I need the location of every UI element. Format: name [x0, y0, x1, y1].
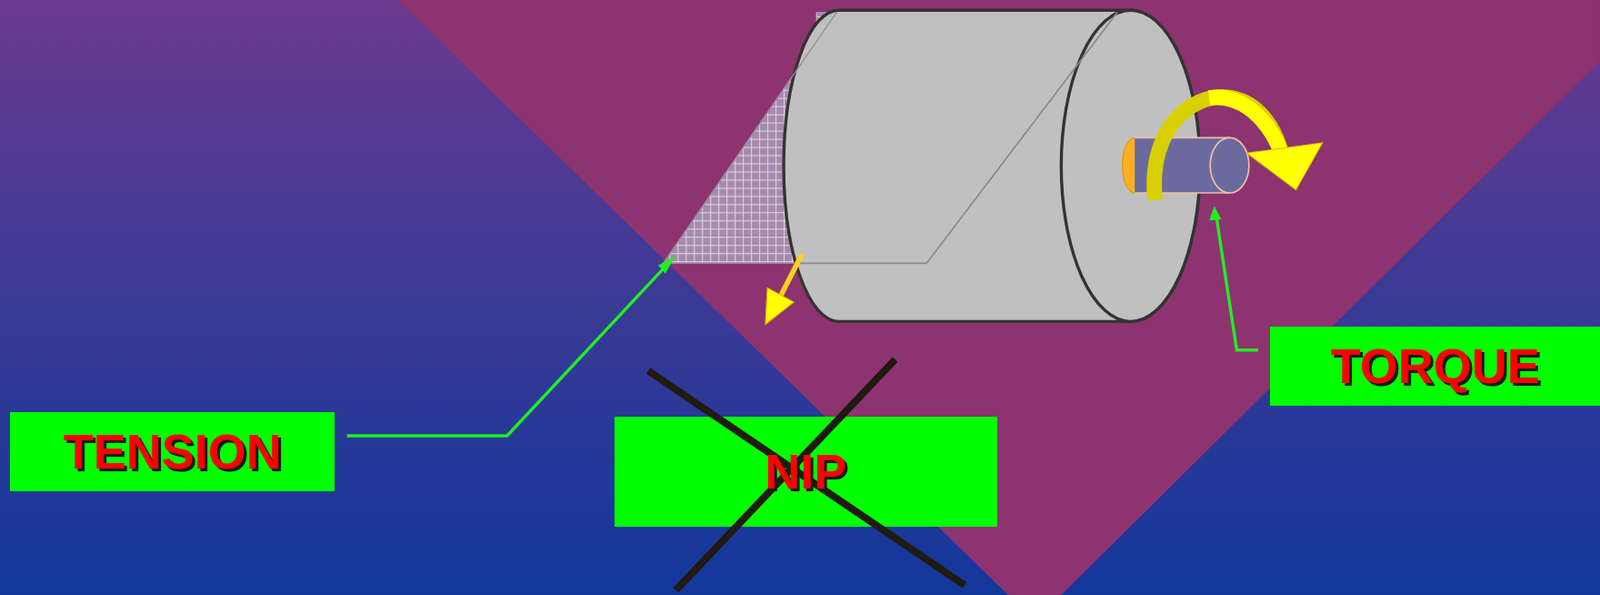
cross-stroke	[648, 370, 965, 585]
leader-line	[1216, 216, 1259, 350]
label-text: TORQUE	[1330, 339, 1540, 393]
web-wrap-line	[796, 11, 1119, 263]
shaft-face	[1210, 137, 1250, 193]
torque-arrow-front	[1209, 97, 1282, 153]
cross-stroke	[675, 359, 895, 590]
torque-arrow	[1154, 96, 1282, 200]
label-box: TENSION	[10, 411, 335, 490]
web-edge-line	[663, 11, 838, 263]
web-arrow-head	[765, 287, 794, 324]
leader-arrowhead	[658, 256, 676, 274]
label-box: NIP	[614, 416, 998, 527]
label-text: NIP	[764, 444, 847, 499]
background-band	[398, 0, 1600, 595]
torque-arrow-head	[1247, 142, 1323, 190]
leader-arrowhead	[1209, 206, 1221, 221]
leader-line	[347, 264, 668, 436]
shaft-edge	[1134, 137, 1230, 140]
web-arrow	[780, 253, 803, 298]
label-box: TORQUE	[1270, 326, 1600, 405]
label-text: TENSION	[63, 424, 282, 479]
